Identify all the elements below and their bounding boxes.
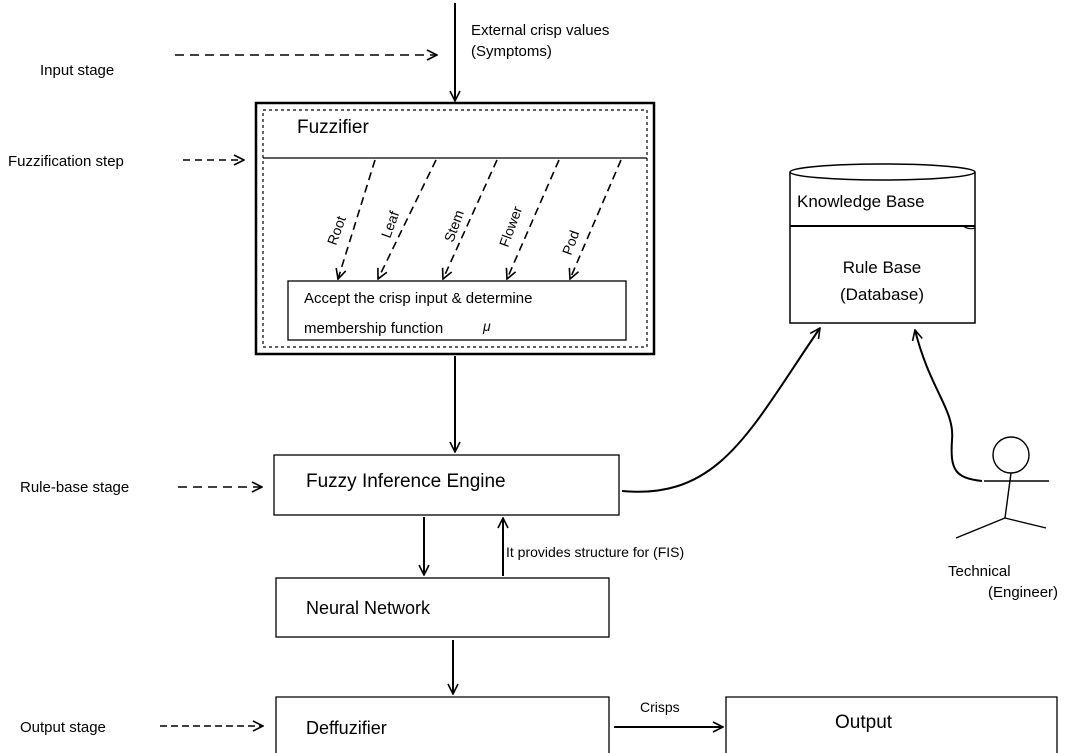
knowledge-base-divider-curl: [962, 225, 976, 230]
engineer-label: (Engineer): [988, 584, 1058, 601]
rule-base-label: Rule Base: [843, 258, 921, 277]
flower-label: Flower: [496, 204, 526, 249]
knowledge-base-cylinder-body: [789, 172, 976, 324]
fuzzification-step-label: Fuzzification step: [8, 153, 124, 170]
input-stage-label: Input stage: [40, 62, 114, 79]
engine-to-knowledge-base-arrow: [621, 328, 820, 493]
flower-arrow: [507, 159, 560, 279]
symptoms-label: (Symptoms): [471, 43, 552, 60]
knowledge-base-cylinder-top: [789, 163, 976, 181]
structure-note: It provides structure for (FIS): [506, 544, 684, 560]
engineer-to-rule-base-arrow: [915, 330, 983, 482]
technical-label: Technical: [948, 563, 1011, 580]
fuzzy-inference-engine-box: [273, 454, 620, 516]
fuzzifier-outer-box: [254, 101, 656, 356]
fuzzifier-title: Fuzzifier: [297, 117, 369, 138]
accept-crisp-input-text: Accept the crisp input & determine: [304, 290, 532, 307]
external-values-label: External crisp values: [471, 22, 609, 39]
stem-label: Stem: [441, 208, 467, 244]
deffuzifier-label: Deffuzifier: [306, 718, 387, 738]
accept-crisp-input-box: [287, 280, 627, 341]
output-label: Output: [835, 712, 893, 733]
rule-base-stage-label: Rule-base stage: [20, 479, 129, 496]
membership-function-text: membership function: [304, 320, 443, 337]
neural-network-box: [275, 577, 610, 638]
pod-label: Pod: [559, 228, 583, 257]
root-label: Root: [324, 214, 349, 247]
root-arrow: [338, 159, 376, 279]
deffuzifier-box: [275, 696, 610, 753]
database-label: (Database): [840, 285, 924, 304]
neural-network-label: Neural Network: [306, 598, 431, 618]
output-box: [725, 696, 1058, 753]
mu-symbol: μ: [482, 318, 491, 334]
stem-arrow: [443, 159, 498, 279]
fuzzy-inference-engine-label: Fuzzy Inference Engine: [306, 471, 506, 492]
output-stage-label: Output stage: [20, 719, 106, 736]
knowledge-base-title: Knowledge Base: [797, 192, 925, 211]
pod-arrow: [570, 159, 622, 279]
engineer-figure-icon: [955, 436, 1049, 539]
fuzzifier-inner-dotted-box: [262, 109, 648, 348]
crisps-label: Crisps: [640, 699, 680, 715]
leaf-arrow: [378, 159, 437, 279]
